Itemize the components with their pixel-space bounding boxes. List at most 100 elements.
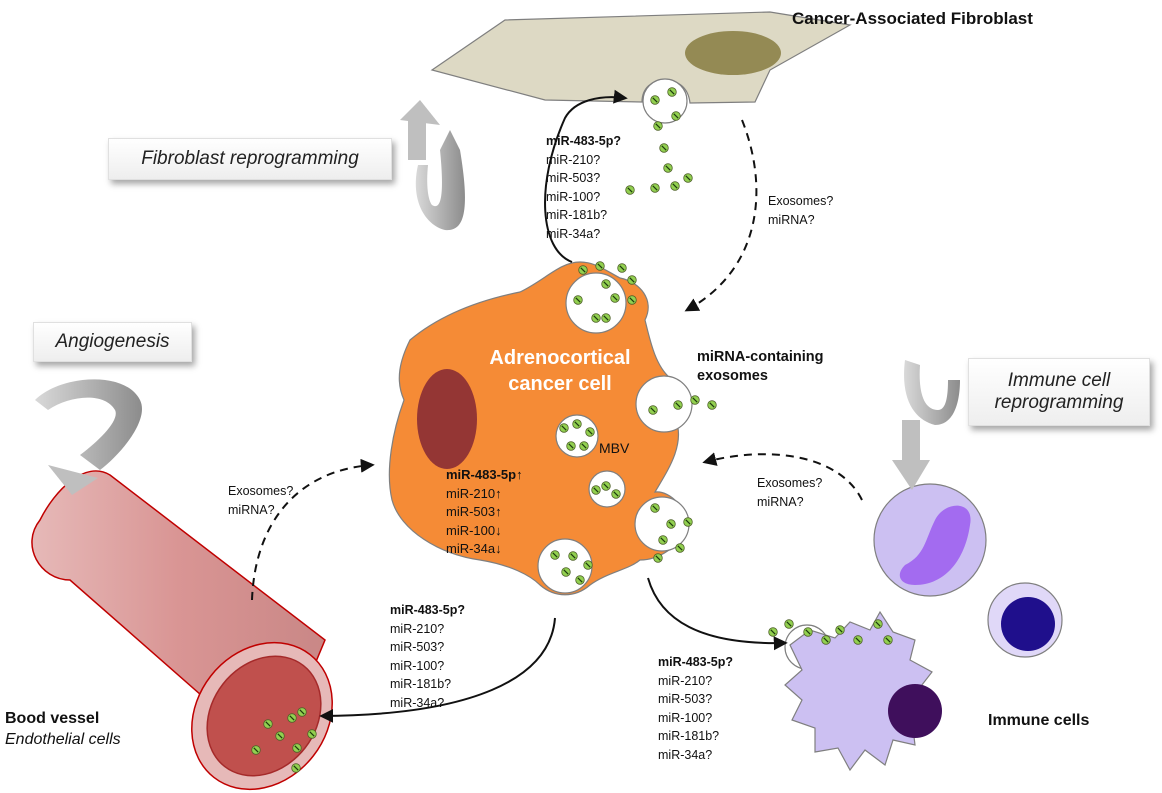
fibroblast-cycle-arrow [400,100,465,231]
exosome-mirna-mark [294,745,300,751]
mirna-item: miR-210? [658,673,713,688]
exosome-mirna-mark [675,402,681,408]
exosome-mirna-mark [629,277,635,283]
vessel-title: Bood vessel [5,710,100,727]
mirna-item: miR-503? [390,640,445,655]
exosome-mirna-mark [786,621,792,627]
exosome-mirna-mark [293,765,299,771]
neutrophil-nucleus [899,505,971,585]
exosome-mirna-mark [652,185,658,191]
tumor-title-line1: Adrenocortical [489,347,631,369]
exosome-mirna-mark [597,263,603,269]
exosome-mirna-mark [655,123,661,129]
question-line: Exosomes? [757,476,823,490]
mirna-item: miR-210↑ [446,485,502,501]
vessel-subtitle: Endothelial cells [5,731,121,748]
exosome-mirna-mark [593,315,599,321]
mirna-item: miR-483-5p? [658,655,734,669]
exosome-mirna-mark [585,562,591,568]
mirna-list-to-fibroblast: miR-483-5p? miR-210? miR-503? miR-100? m… [546,132,621,244]
exosome-mirna-mark [552,552,558,558]
question-line: miRNA? [228,502,275,517]
exosome-mirna-mark [665,165,671,171]
immune-reprogramming-label-line2: reprogramming [994,392,1124,413]
exosome-mirna-mark [692,397,698,403]
immune-question-label: Exosomes? miRNA? [757,474,822,511]
exosomes-label-line2: exosomes [697,368,768,384]
fibroblast-question-label: Exosomes? miRNA? [768,192,833,229]
exosome-mirna-mark [677,545,683,551]
exosome-mirna-mark [655,555,661,561]
vessel-question-label: Exosomes? miRNA? [228,482,293,519]
exosome-mirna-mark [309,731,315,737]
mirna-item: miR-100? [546,189,601,204]
dashed-arrow-from-fibroblast [684,119,758,312]
question-line: Exosomes? [768,194,834,208]
arrow-to-vessel [319,617,556,723]
adrenocortical-cancer-cell [388,261,687,596]
immune-cycle-arrow [892,360,960,490]
exosome-mirna-mark [603,483,609,489]
exosome-mirna-mark [593,487,599,493]
exosome-mirna-mark [563,569,569,575]
macrophage-nucleus [888,684,942,738]
immune-cells [784,483,1063,772]
mirna-item: miR-503↑ [446,504,502,520]
exosome-mirna-mark [613,491,619,497]
mirna-item: miR-503? [658,692,713,707]
question-line: miRNA? [768,212,815,227]
exosome-mirna-mark [581,443,587,449]
exosome-mirna-mark [561,425,567,431]
exosome-mirna-mark [603,315,609,321]
mirna-item: miR-34a? [390,695,445,710]
exosome-mirna-mark [574,421,580,427]
exosome-mirna-mark [627,187,633,193]
tumor-nucleus [417,369,477,469]
exosome-mirna-mark [672,183,678,189]
exosome-mirna-mark [823,637,829,643]
mirna-item: miR-483-5p? [390,603,466,617]
exosome-mirna-mark [265,721,271,727]
exosome-mirna-mark [650,407,656,413]
mirna-item: miR-210? [390,621,445,636]
exosome-mirna-mark [603,281,609,287]
exosome-mirna-mark [669,89,675,95]
lymphocyte-nucleus [1001,597,1055,651]
exosome-mirna-mark [685,175,691,181]
mirna-item: miR-34a? [658,747,713,762]
mirna-item: miR-100? [390,658,445,673]
mirna-item: miR-483-5p? [546,134,622,148]
exosome-mirna-mark [253,747,259,753]
mirna-list-to-immune: miR-483-5p? miR-210? miR-503? miR-100? m… [658,653,733,765]
exosome-mirna-mark [885,637,891,643]
dashed-arrow-from-vessel [251,458,375,601]
fibroblast-reprogramming-label: Fibroblast reprogramming [141,148,359,169]
mirna-item: miR-100? [658,710,713,725]
mirna-item: miR-210? [546,152,601,167]
angiogenesis-box: Angiogenesis [33,322,192,362]
exosome-vesicles [251,87,893,773]
question-line: Exosomes? [228,484,294,498]
exosome-mirna-mark [577,577,583,583]
exosome-mirna-mark [685,519,691,525]
fibroblast-nucleus [685,31,781,75]
fibroblast-cell [430,11,852,104]
exosome-mirna-mark [612,295,618,301]
mirna-item: miR-34a? [546,226,601,241]
fibroblast-reprogramming-box: Fibroblast reprogramming [108,138,392,180]
arrow-to-immune [647,577,788,651]
exosome-mirna-mark [837,627,843,633]
exosome-mirna-mark [575,297,581,303]
mirna-list-tumor: miR-483-5p↑ miR-210↑ miR-503↑ miR-100↓ m… [446,466,523,559]
exosome-mirna-mark [277,733,283,739]
immune-reprogramming-box: Immune cell reprogramming [968,358,1150,426]
exosome-mirna-mark [580,267,586,273]
mirna-item: miR-181b? [658,729,720,744]
angiogenesis-cycle-arrow [35,379,142,495]
immune-reprogramming-label-line1: Immune cell [1007,370,1111,391]
exosome-mirna-mark [668,521,674,527]
exosome-mirna-mark [619,265,625,271]
exosome-mirna-mark [660,537,666,543]
mirna-item: miR-100↓ [446,522,502,538]
